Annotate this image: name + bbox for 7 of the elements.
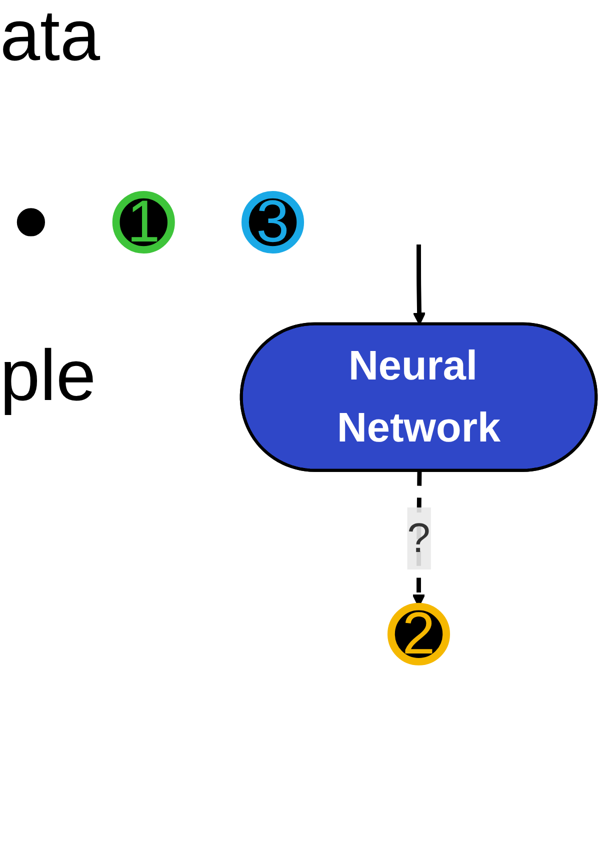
node-circle: 3 [242,191,304,254]
label-text: ata [0,0,100,72]
edge-label: ? [407,515,430,561]
node-circle [16,208,45,237]
node-circle: 2 [387,603,450,666]
arrow [412,244,426,326]
node-circle: 1 [112,191,175,254]
